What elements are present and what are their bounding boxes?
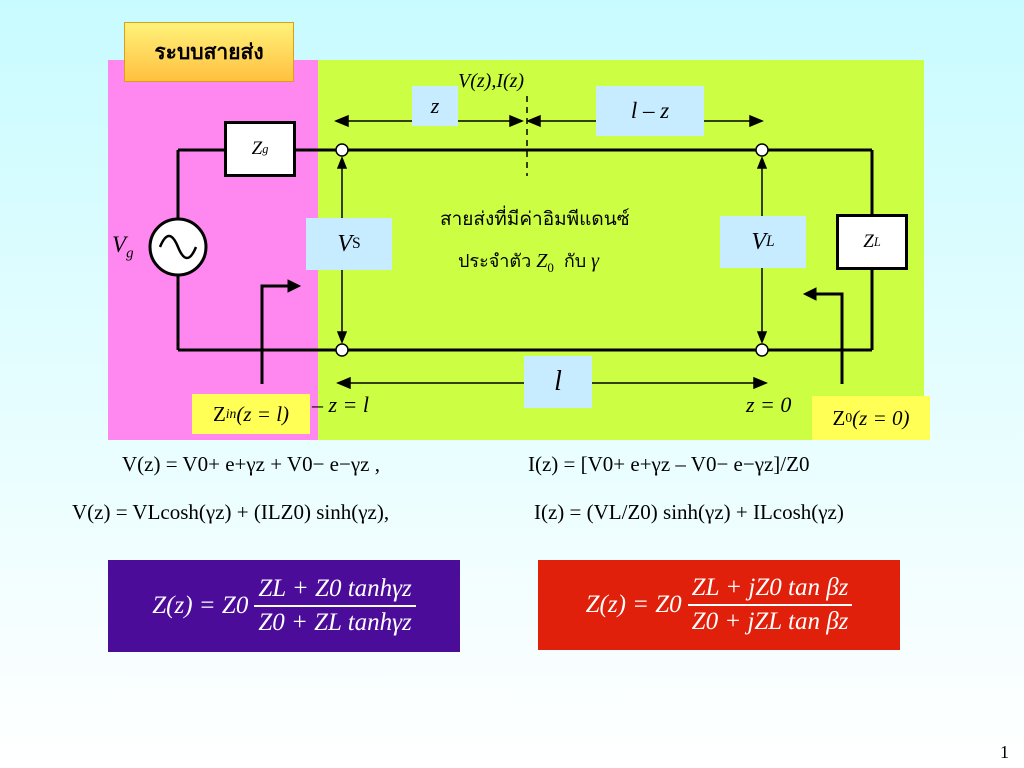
slide-title: ระบบสายส่ง	[124, 22, 294, 82]
ac-source-icon	[148, 217, 208, 277]
z-length-label: z	[412, 86, 458, 126]
line-length-label: l	[524, 356, 592, 408]
current-equation-1: I(z) = [V0+ e+γz – V0− e−γz]/Z0	[528, 452, 810, 476]
voltage-equation-2: V(z) = VLcosh(γz) + (ILZ0) sinh(γz),	[72, 500, 390, 524]
current-equation-2: I(z) = (VL/Z0) sinh(γz) + ILcosh(γz)	[534, 500, 844, 524]
page-number: 1	[1000, 742, 1009, 762]
vz-iz-label: V(z),I(z)	[458, 70, 525, 92]
line-description-2: ประจำตัว Z0 กับ γ	[458, 250, 600, 275]
line-description-1: สายส่งที่มีค่าอิมพีแดนซ์	[440, 208, 630, 230]
z-equals-l-label: – z = l	[312, 392, 370, 417]
voltage-equation-1: V(z) = V0+ e+γz + V0− e−γz ,	[122, 452, 380, 476]
source-voltage-label: Vg	[112, 232, 134, 262]
z-equals-0-label: z = 0	[746, 392, 792, 417]
l-minus-z-label: l – z	[596, 86, 704, 136]
